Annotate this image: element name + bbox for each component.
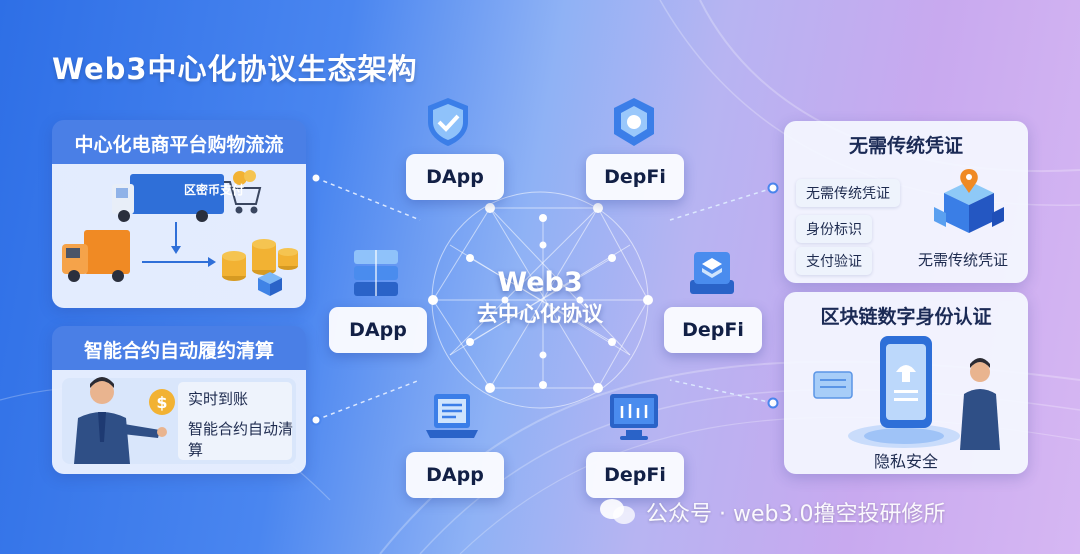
coin-stack-icon <box>222 239 298 281</box>
server-stack-icon <box>354 250 398 296</box>
center-label-main: Web3 <box>497 267 583 298</box>
phone-icon <box>880 336 932 428</box>
smart-contract-panel-title: 智能合约自动履约清算 <box>83 340 274 362</box>
orange-truck-icon <box>62 230 130 282</box>
credential-item-2: 身份标识 <box>796 215 872 243</box>
cubes-caption: 无需传统凭证 <box>918 251 1009 269</box>
shield-check-icon <box>428 98 468 146</box>
wechat-icon <box>600 499 635 524</box>
node-depfi-bottom[interactable]: DepFi <box>586 452 684 498</box>
logistics-illustration <box>62 170 298 296</box>
credential-item-1: 无需传统凭证 <box>796 179 900 207</box>
smart-contract-panel: 智能合约自动履约清算 $ 实时到账 智能合约自动清 算 <box>52 326 306 474</box>
laptop-icon <box>426 394 478 438</box>
contract-item-2: 智能合约自动清 <box>188 420 294 438</box>
center-label: Web3 去中心化协议 <box>430 266 650 328</box>
center-label-sub: 去中心化协议 <box>477 302 603 326</box>
contract-detail-box <box>178 382 292 460</box>
watermark-text: 公众号 · web3.0撸空投研修所 <box>646 502 946 527</box>
node-depfi-mid[interactable]: DepFi <box>664 307 762 353</box>
monitor-icon <box>610 394 658 440</box>
truck-label: 区密币支付 <box>184 183 245 197</box>
node-depfi-top[interactable]: DepFi <box>586 154 684 200</box>
privacy-caption: 隐私安全 <box>873 452 938 471</box>
ecommerce-panel-title: 中心化电商平台购物流流 <box>74 134 284 156</box>
digital-identity-panel-title: 区块链数字身份认证 <box>820 306 992 328</box>
businessman-illustration: $ <box>74 377 175 464</box>
dollar-coin-icon: $ <box>149 389 175 415</box>
contract-item-3: 算 <box>188 441 204 459</box>
svg-text:$: $ <box>156 393 167 412</box>
no-credential-panel-title: 无需传统凭证 <box>848 135 963 157</box>
shield-lock-icon <box>614 98 654 146</box>
node-dapp-bottom[interactable]: DApp <box>406 452 504 498</box>
blue-cube-icon <box>258 272 282 296</box>
id-card-icon <box>813 371 853 399</box>
credential-item-3: 支付验证 <box>796 247 872 275</box>
no-credential-panel: 无需传统凭证 无需传统凭证 身份标识 支付验证 无需传统凭证 <box>784 121 1028 283</box>
person-icon <box>960 358 1000 450</box>
white-truck-icon <box>112 174 224 222</box>
shopping-cart-icon <box>224 181 262 214</box>
node-dapp-top[interactable]: DApp <box>406 154 504 200</box>
layered-box-icon <box>690 252 734 294</box>
page-title: Web3中心化协议生态架构 <box>52 52 418 86</box>
digital-identity-panel: 区块链数字身份认证 隐私安全 <box>784 292 1028 474</box>
node-dapp-mid[interactable]: DApp <box>329 307 427 353</box>
blockchain-cubes-icon <box>934 169 1004 233</box>
ecommerce-panel: 中心化电商平台购物流流 <box>52 120 306 308</box>
identity-illustration <box>813 336 1000 450</box>
contract-item-1: 实时到账 <box>188 390 249 408</box>
